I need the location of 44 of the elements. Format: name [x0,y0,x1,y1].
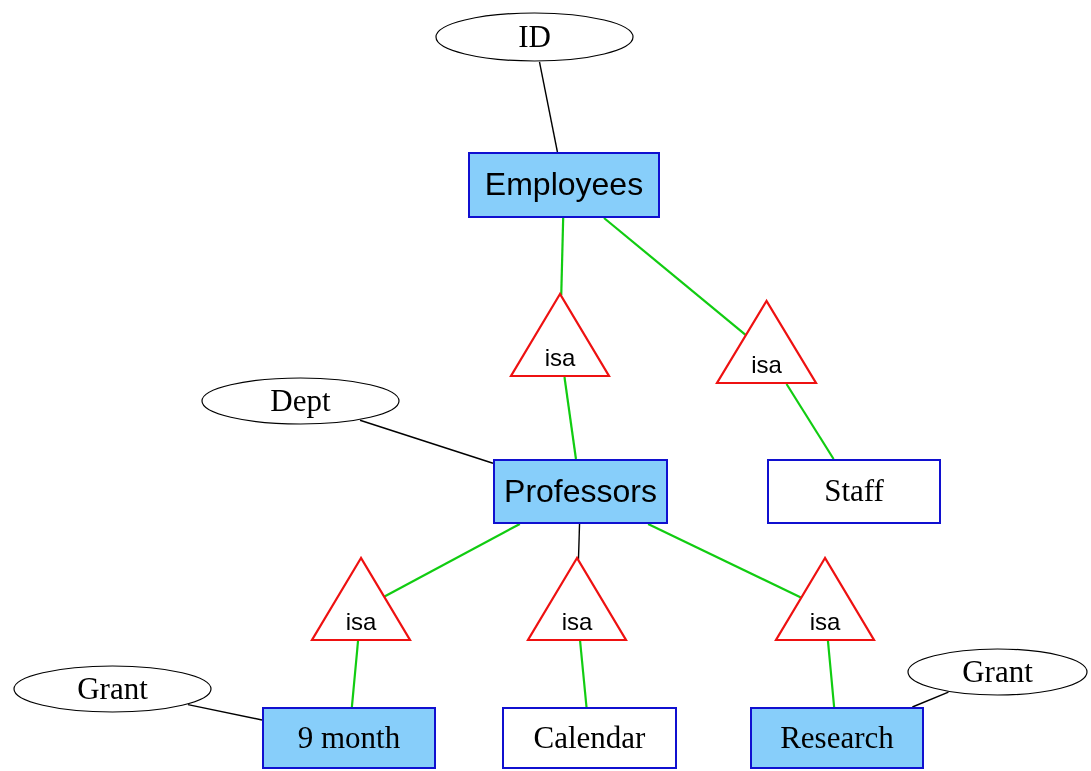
connector-line [538,61,559,153]
entity-name: Employees [484,167,644,203]
entity-box [468,152,660,218]
connector-line [577,523,581,561]
attribute-name: Grant [962,654,1033,690]
connector-line [350,640,360,708]
isa-triangle [716,300,817,384]
isa-triangle [527,557,627,641]
attribute-name: ID [518,19,551,55]
isa-label: isa [561,608,593,635]
connector-line [603,217,747,336]
connector-line [647,523,802,599]
entity-box [262,707,436,769]
isa-triangle [510,293,610,377]
connector-line [560,217,565,296]
connector-line [911,691,950,708]
connector-line [785,383,835,460]
connector-line [359,419,494,464]
isa-label: isa [345,608,377,635]
connector-line [384,523,521,598]
entity-name: Staff [824,474,884,509]
connector-line [563,376,578,460]
attribute-ellipse [13,665,212,713]
entity-box [493,459,668,524]
isa-label: isa [544,344,576,371]
entity-box [767,459,941,524]
entity-box [750,707,924,769]
entity-name: Research [780,720,894,756]
isa-triangle [311,557,411,641]
entity-box [502,707,677,769]
connector-line [579,640,588,708]
attribute-name: Dept [270,383,331,419]
entity-name: Calendar [533,720,646,756]
isa-triangle [775,557,875,641]
attribute-name: Grant [77,671,148,707]
attribute-ellipse [907,648,1088,696]
attribute-ellipse [435,12,634,62]
connector-line [187,703,263,721]
entity-name: 9 month [297,720,401,756]
attribute-ellipse [201,377,400,425]
connector-line [826,640,836,708]
entity-name: Professors [504,473,657,510]
isa-label: isa [751,351,782,378]
isa-label: isa [809,608,841,635]
